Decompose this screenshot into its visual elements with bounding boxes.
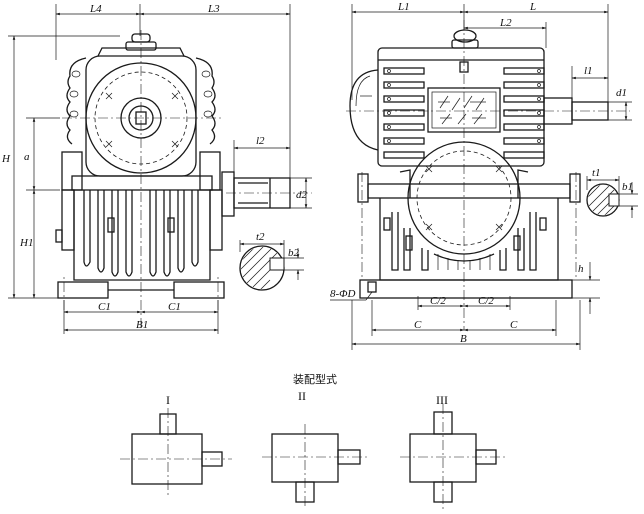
- label-holes: 8-ΦD: [330, 288, 356, 300]
- dimension-labels: L4 L3 H a H1 l2 d2 t2 b2 C1 C1 B1 L1 L L…: [1, 1, 633, 345]
- side-view: [8, 4, 312, 334]
- label-H: H: [1, 153, 11, 165]
- label-L2: L2: [499, 17, 512, 29]
- label-b2: b2: [288, 247, 300, 259]
- assembly-types: 装配型式 I II III: [120, 372, 506, 510]
- label-B1: B1: [136, 319, 148, 331]
- label-L3: L3: [207, 3, 220, 15]
- label-B: B: [460, 333, 467, 345]
- label-d1: d1: [616, 87, 627, 99]
- assembly-title: 装配型式: [293, 372, 337, 386]
- label-C1-right: C1: [168, 301, 181, 313]
- assembly-type-1: I: [120, 393, 232, 496]
- label-a: a: [24, 151, 30, 163]
- label-L1: L1: [397, 1, 410, 13]
- label-C-left: C: [414, 319, 422, 331]
- label-l1: l1: [584, 65, 593, 77]
- label-L4: L4: [89, 3, 102, 15]
- assembly-type-3: III: [400, 393, 506, 510]
- assembly-type-2: II: [262, 389, 370, 508]
- label-L: L: [529, 1, 536, 13]
- label-C2-left: C/2: [430, 295, 446, 307]
- label-t2: t2: [256, 231, 265, 243]
- label-C-right: C: [510, 319, 518, 331]
- label-C1-left: C1: [98, 301, 111, 313]
- label-t1: t1: [592, 167, 601, 179]
- label-C2-right: C/2: [478, 295, 494, 307]
- label-h: h: [578, 263, 584, 275]
- label-H1: H1: [19, 237, 33, 249]
- label-l2: l2: [256, 135, 265, 147]
- label-b1: b1: [622, 181, 633, 193]
- assembly-type-3-label: III: [436, 393, 448, 407]
- assembly-type-1-label: I: [166, 393, 170, 407]
- assembly-type-2-label: II: [298, 389, 306, 403]
- label-d2: d2: [296, 189, 308, 201]
- front-view: [330, 4, 638, 350]
